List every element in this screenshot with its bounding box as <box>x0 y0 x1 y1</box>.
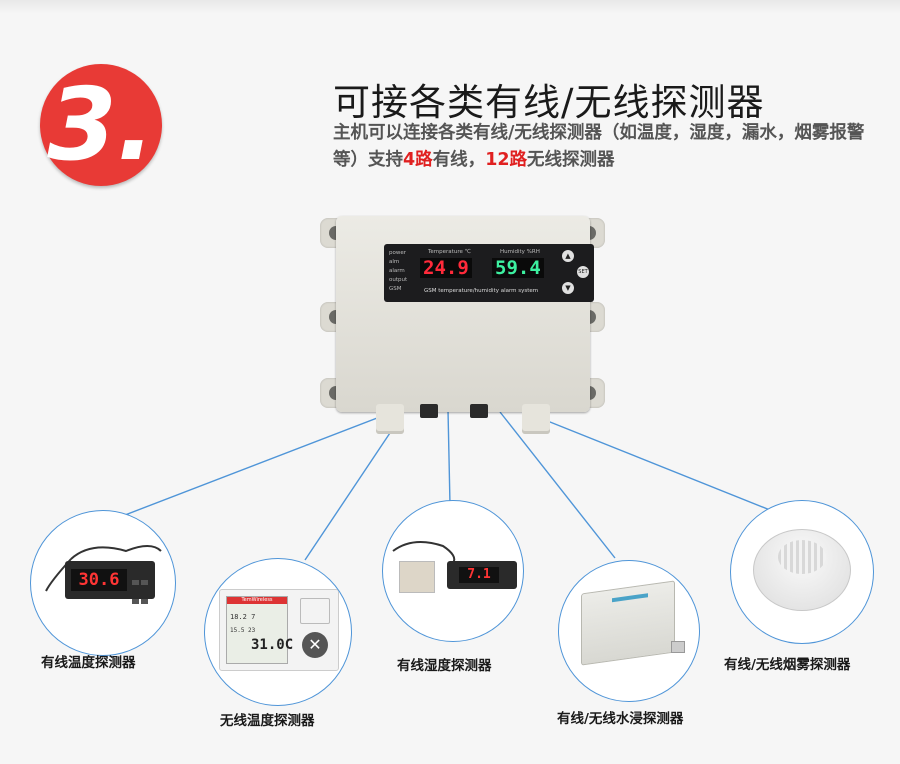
cable-gland-left <box>376 404 404 434</box>
status-gsm: GSM <box>389 286 402 292</box>
fan-icon: ✕ <box>302 632 328 658</box>
thermostat-keys <box>131 571 151 609</box>
wireless-sensor-device: TemWireless 18.2 7 15.5 23 31.0C ✕ <box>219 589 339 671</box>
cover-icon <box>300 598 330 624</box>
lcd-time: 15.5 23 <box>230 627 256 634</box>
lcd-small-reading: 18.2 7 <box>230 613 256 621</box>
description: 主机可以连接各类有线/无线探测器（如温度，湿度，漏水，烟雾报警等）支持4路有线，… <box>333 120 873 174</box>
control-panel: power alm alarm output GSM Temperature ℃… <box>384 244 594 302</box>
humidity-controller-reading: 7.1 <box>459 567 499 583</box>
device-body: power alm alarm output GSM Temperature ℃… <box>336 216 594 412</box>
label-wired-humidity: 有线湿度探测器 <box>397 658 492 674</box>
label-wired-temp: 有线温度探测器 <box>41 655 136 671</box>
detector-circle-wired-humidity: 7.1 <box>382 500 524 642</box>
status-alarm: alarm <box>389 268 405 274</box>
port-1 <box>420 404 438 418</box>
smoke-vent-icon <box>778 540 826 574</box>
top-band <box>0 0 900 14</box>
system-label: GSM temperature/humidity alarm system <box>424 288 539 294</box>
water-leak-box <box>581 580 675 666</box>
lcd-brand: TemWireless <box>227 597 287 604</box>
down-arrow-icon[interactable]: ▼ <box>562 282 574 294</box>
thermostat-reading: 30.6 <box>71 569 127 591</box>
humidity-label: Humidity %RH <box>500 249 540 255</box>
detector-circle-smoke <box>730 500 874 644</box>
desc-wireless-count: 12路 <box>485 150 528 170</box>
detector-circle-wired-temp: 30.6 <box>30 510 176 656</box>
step-badge: 3. <box>40 64 162 186</box>
sensor-cable-icon <box>392 541 456 564</box>
label-water-leak: 有线/无线水浸探测器 <box>557 711 684 727</box>
gsm-alarm-host: power alm alarm output GSM Temperature ℃… <box>320 212 605 434</box>
label-smoke: 有线/无线烟雾探测器 <box>724 657 851 673</box>
step-number: 3. <box>47 66 155 183</box>
set-button[interactable]: SET <box>577 266 589 278</box>
temperature-display: 24.9 <box>420 258 472 278</box>
temperature-label: Temperature ℃ <box>428 249 471 255</box>
humidity-controller: 7.1 <box>447 561 517 589</box>
humidity-probe <box>399 561 435 593</box>
detector-circle-wireless-temp: TemWireless 18.2 7 15.5 23 31.0C ✕ <box>204 558 352 706</box>
thermostat-device: 30.6 <box>65 561 155 604</box>
status-alm: alm <box>389 259 400 265</box>
status-output: output <box>389 277 408 283</box>
desc-text-1: 主机可以连接各类有线/无线探测器（如温度，湿度，漏水，烟雾报警等）支持 <box>333 123 865 170</box>
up-arrow-icon[interactable]: ▲ <box>562 250 574 262</box>
smoke-detector-device <box>753 529 851 611</box>
page-title: 可接各类有线/无线探测器 <box>333 81 765 124</box>
box-sticker <box>612 593 648 603</box>
status-power: power <box>389 250 406 256</box>
cable-gland-right <box>522 404 550 434</box>
detector-circle-water-leak <box>558 560 700 702</box>
lcd-reading: 31.0C <box>251 637 294 653</box>
label-wireless-temp: 无线温度探测器 <box>220 713 315 729</box>
desc-wired-count: 4路 <box>403 150 433 170</box>
lcd-screen: TemWireless 18.2 7 15.5 23 31.0C <box>226 596 293 664</box>
cable-gland <box>671 641 685 653</box>
humidity-display: 59.4 <box>492 258 544 278</box>
port-2 <box>470 404 488 418</box>
desc-text-3: 无线探测器 <box>527 150 615 170</box>
desc-text-2: 有线， <box>432 150 486 170</box>
